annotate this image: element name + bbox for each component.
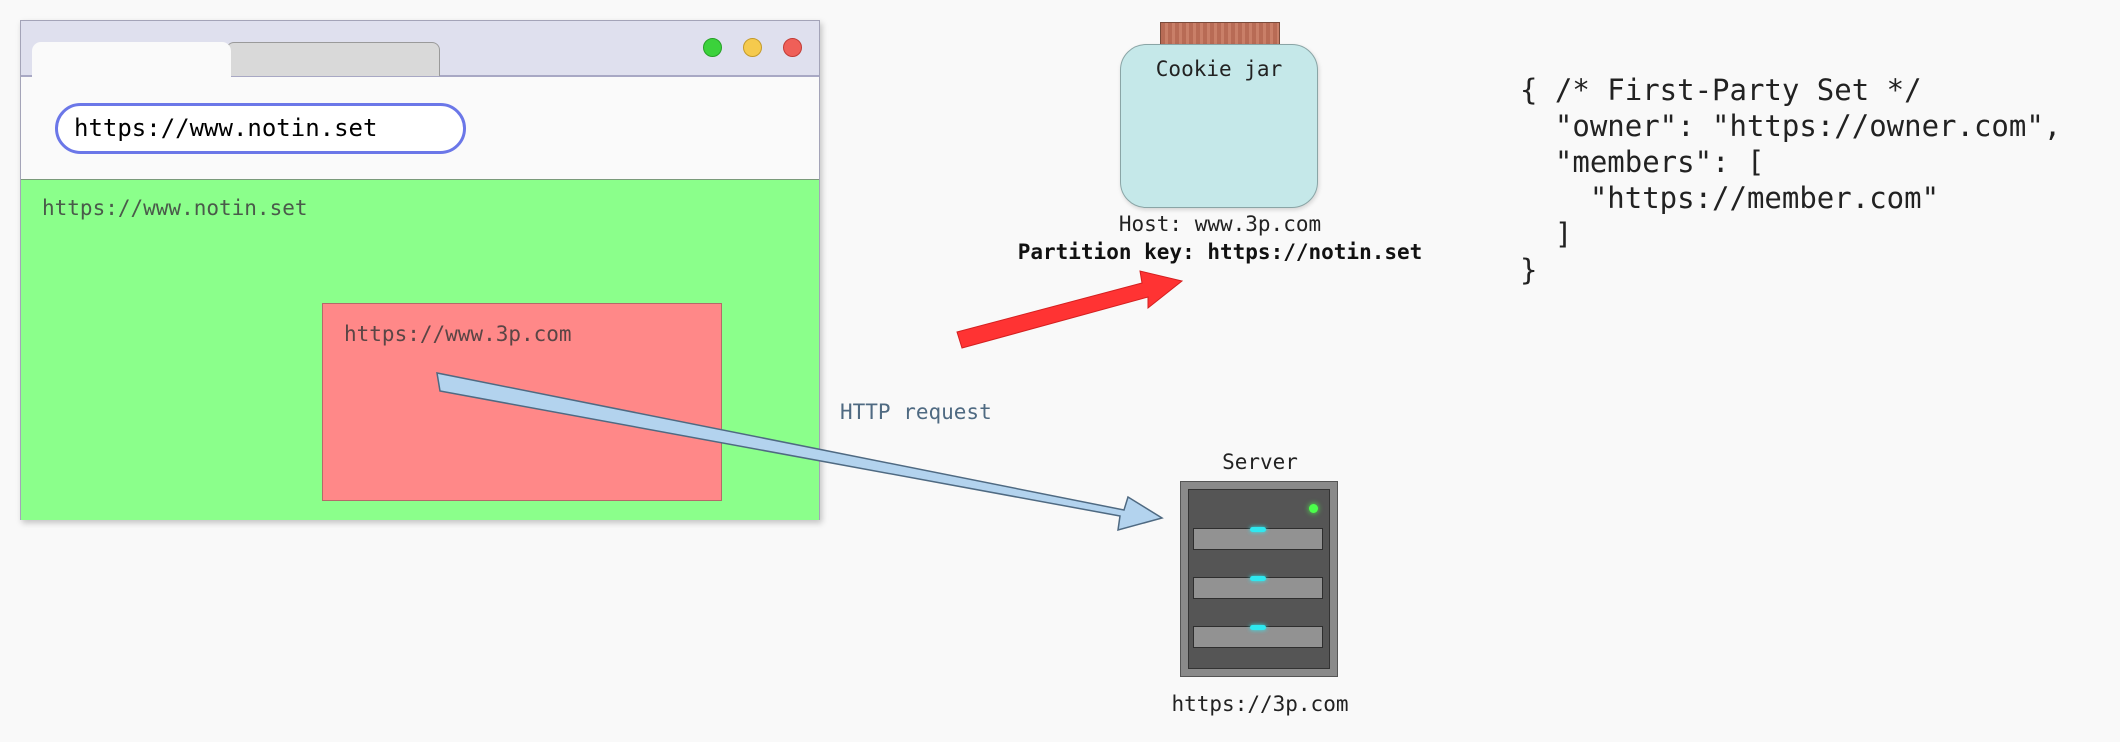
tab-active[interactable]	[32, 42, 231, 77]
iframe-url-label: https://www.3p.com	[344, 322, 572, 346]
server-drive	[1193, 527, 1323, 550]
title-bar	[21, 21, 819, 77]
cookie-jar-lid	[1160, 22, 1280, 46]
drive-led	[1250, 576, 1266, 581]
server-url-label: https://3p.com	[1171, 692, 1349, 716]
server-icon	[1180, 481, 1338, 677]
address-bar[interactable]: https://www.notin.set	[55, 103, 466, 154]
address-bar-text: https://www.notin.set	[74, 114, 378, 142]
server-power-led	[1309, 504, 1318, 513]
tab-inactive[interactable]	[226, 42, 440, 76]
third-party-iframe: https://www.3p.com	[322, 303, 722, 501]
drive-led	[1250, 527, 1266, 532]
drive-led	[1250, 625, 1266, 630]
server-label: Server	[1222, 450, 1298, 474]
http-request-label: HTTP request	[840, 400, 992, 424]
partition-key-label: Partition key: https://notin.set	[1017, 240, 1423, 264]
server-drive	[1193, 576, 1323, 599]
cookie-arrow	[956, 270, 1184, 349]
browser-window: https://www.notin.set https://www.notin.…	[20, 20, 820, 520]
server-drive	[1193, 625, 1323, 648]
first-party-set-json: { /* First-Party Set */ "owner": "https:…	[1520, 73, 2062, 287]
cookie-jar-label: Cookie jar	[1155, 57, 1283, 81]
minimize-icon[interactable]	[743, 38, 762, 57]
cookie-jar-icon: Cookie jar	[1120, 44, 1318, 208]
page-url-label: https://www.notin.set	[42, 196, 308, 220]
page-content: https://www.notin.set https://www.3p.com	[21, 179, 819, 520]
close-icon[interactable]	[783, 38, 802, 57]
maximize-icon[interactable]	[703, 38, 722, 57]
cookie-host-label: Host: www.3p.com	[1118, 212, 1322, 236]
